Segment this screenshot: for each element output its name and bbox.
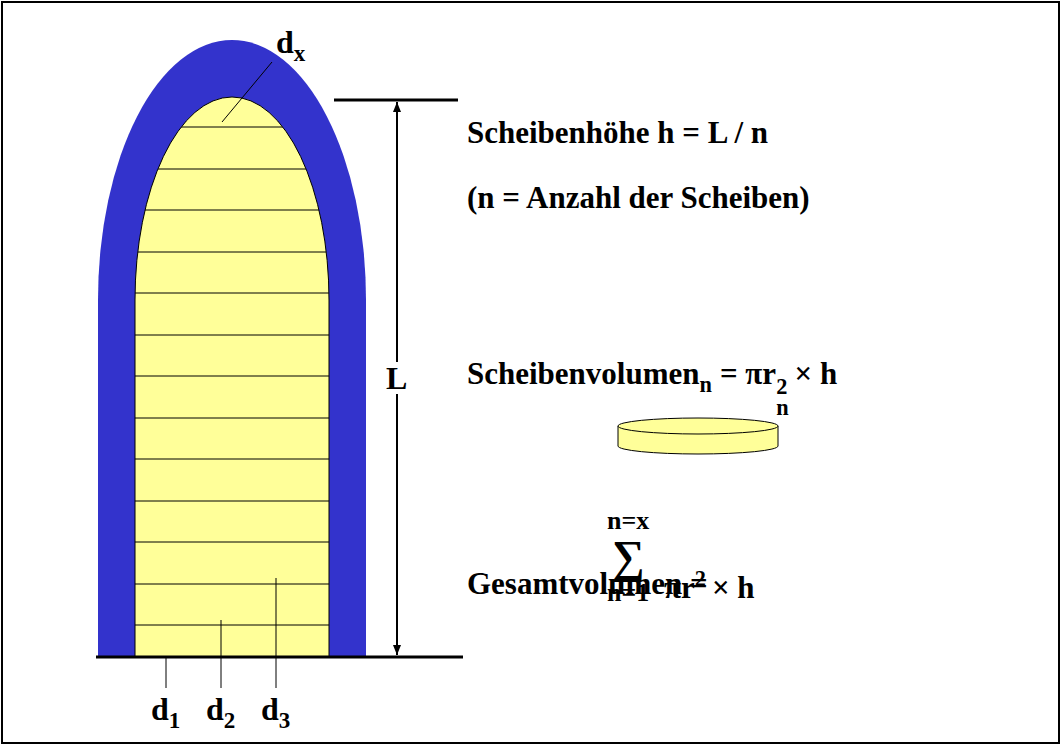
inner-lumen [135,97,329,657]
label-text: n=x [607,508,649,534]
label-group: Scheibenhöhe h = L / n [467,117,768,148]
outer-wall [98,40,366,657]
label-text: d [151,691,169,727]
label-text: 2 [695,566,706,591]
slice-lines [130,127,335,625]
label-group: d1 [151,693,180,732]
top-line [334,99,458,102]
leader-line [222,62,272,122]
label-text: d [206,691,224,727]
label-group: (n = Anzahl der Scheiben) [467,182,810,213]
label-group: dx [276,26,305,65]
label-text: × h [795,356,838,391]
label-text: 2 [776,376,788,397]
label-text: πr [664,570,695,605]
disk-icon [618,418,778,454]
label-text: L [386,360,407,396]
label-text: = πr [720,356,776,391]
label-text: Scheibenhöhe h = L / n [467,115,768,150]
script-stack: 2n [776,376,788,418]
label-group: πr2× h [664,568,755,603]
label-text: × h [712,570,755,605]
label-text: d [276,24,294,60]
label-text: x [294,40,306,66]
label-text: 3 [279,707,291,733]
label-text: n=1 [607,580,649,606]
sum-symbol: n=x∑n=1 [607,508,649,606]
leader-line [221,620,222,688]
label-text: ∑ [612,534,645,580]
leader-line [276,578,277,688]
label-text: Scheibenvolumen [467,356,700,391]
label-text: n [700,372,712,397]
label-text: n [776,397,788,418]
label-text: d [261,691,279,727]
label-group: Scheibenvolumenn= πr2n× h [467,358,837,418]
label-group: d3 [261,693,290,732]
label-text: (n = Anzahl der Scheiben) [467,180,810,215]
label-text: 1 [169,707,181,733]
base-line [96,656,463,659]
leader-line [166,657,167,688]
label-text: 2 [224,707,236,733]
label-group: L [383,362,410,394]
label-group: d2 [206,693,235,732]
